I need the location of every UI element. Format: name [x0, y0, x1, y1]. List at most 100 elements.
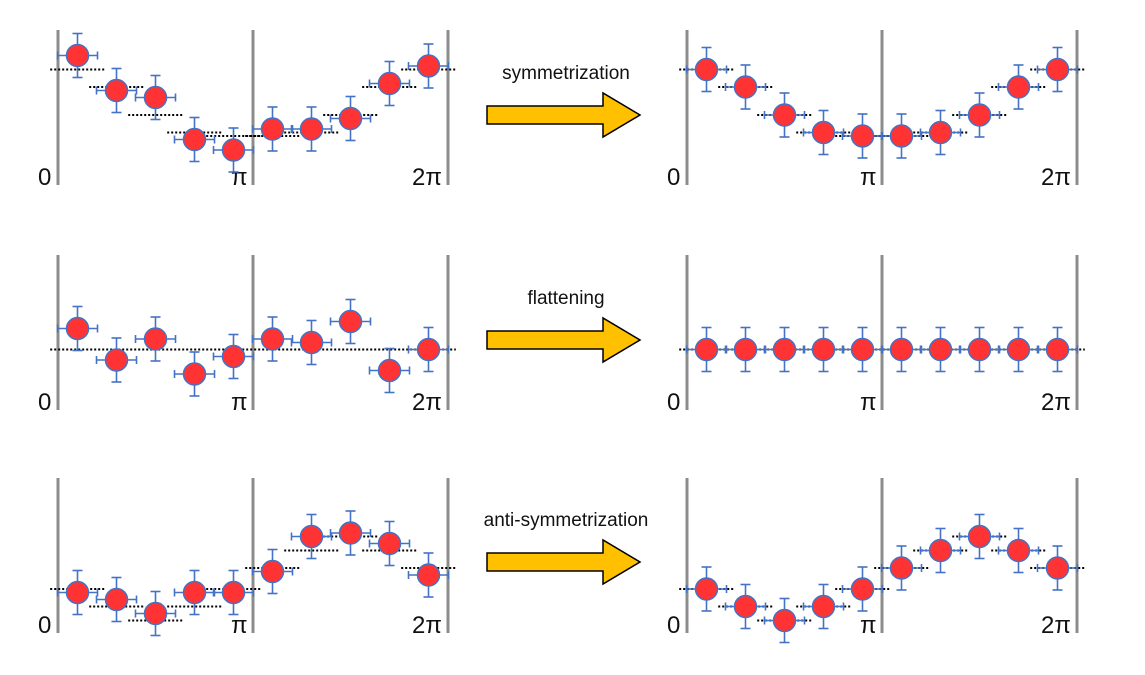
point-marker: [65, 580, 90, 605]
data-point: [95, 576, 138, 623]
data-point: [290, 513, 333, 560]
data-point: [95, 67, 138, 114]
tick-pi: π: [231, 612, 248, 639]
point-marker: [733, 337, 758, 362]
point-marker: [694, 57, 719, 82]
point-marker: [694, 337, 719, 362]
point-marker: [772, 337, 797, 362]
point-marker: [104, 78, 129, 103]
tick-two-pi: 2π: [1041, 389, 1071, 416]
point-marker: [377, 71, 402, 96]
point-marker: [416, 337, 441, 362]
tick-pi: π: [231, 389, 248, 416]
point-marker: [850, 577, 875, 601]
point-marker: [104, 348, 129, 372]
arrow-anti-symmetrization: [486, 538, 642, 586]
data-point: [407, 552, 450, 598]
point-marker: [221, 580, 246, 605]
point-marker: [928, 337, 953, 362]
point-marker: [416, 563, 441, 587]
data-point: [685, 46, 728, 93]
point-marker: [65, 43, 90, 68]
point-marker: [338, 309, 363, 334]
tick-two-pi: 2π: [412, 612, 442, 639]
tick-zero: 0: [667, 612, 680, 639]
data-point: [919, 109, 962, 156]
point-marker: [850, 337, 875, 362]
point-marker: [1045, 337, 1070, 362]
data-point: [958, 92, 1001, 138]
data-point: [290, 106, 333, 152]
data-point: [56, 569, 99, 616]
data-point: [841, 113, 884, 159]
data-point: [880, 326, 923, 373]
data-point: [173, 569, 216, 616]
data-point: [880, 113, 923, 159]
point-marker: [733, 594, 758, 619]
point-marker: [967, 524, 992, 549]
point-marker: [967, 103, 992, 127]
point-marker: [182, 580, 207, 605]
point-marker: [377, 358, 402, 383]
point-marker: [1045, 556, 1070, 580]
data-point: [212, 569, 255, 616]
data-point: [763, 92, 806, 138]
data-point: [919, 527, 962, 574]
data-point: [997, 527, 1040, 574]
tick-pi: π: [860, 164, 877, 191]
point-marker: [928, 120, 953, 145]
data-point: [56, 32, 99, 79]
point-marker: [104, 587, 129, 612]
point-marker: [928, 538, 953, 563]
point-marker: [182, 362, 207, 386]
data-point: [763, 597, 806, 644]
data-point: [251, 548, 294, 595]
point-marker: [221, 138, 246, 162]
data-point: [685, 326, 728, 373]
tick-pi: π: [231, 164, 248, 191]
point-marker: [65, 316, 90, 341]
data-point: [685, 566, 728, 612]
point-marker: [416, 54, 441, 78]
data-point: [251, 316, 294, 362]
data-point: [724, 64, 767, 110]
data-point: [997, 64, 1040, 110]
data-point: [407, 326, 450, 373]
data-point: [880, 545, 923, 591]
point-marker: [772, 608, 797, 633]
data-point: [958, 326, 1001, 373]
data-point: [958, 513, 1001, 560]
point-marker: [260, 327, 285, 351]
point-marker: [811, 337, 836, 362]
data-point: [407, 43, 450, 89]
operation-label: anti-symmetrization: [484, 510, 649, 531]
point-marker: [694, 577, 719, 601]
point-marker: [889, 124, 914, 148]
data-point: [1036, 326, 1079, 373]
arrow-symmetrization: [486, 91, 642, 139]
point-marker: [143, 601, 168, 626]
data-point: [134, 74, 177, 121]
point-marker: [260, 559, 285, 584]
data-point: [134, 590, 177, 637]
tick-zero: 0: [38, 164, 51, 191]
point-marker: [811, 594, 836, 619]
data-point: [290, 319, 333, 366]
point-marker: [1006, 75, 1031, 99]
point-marker: [377, 531, 402, 556]
data-point: [802, 326, 845, 373]
point-marker: [299, 117, 324, 141]
operation-label: symmetrization: [502, 63, 630, 84]
point-marker: [850, 124, 875, 148]
point-marker: [299, 330, 324, 355]
data-point: [724, 326, 767, 373]
tick-zero: 0: [667, 164, 680, 191]
